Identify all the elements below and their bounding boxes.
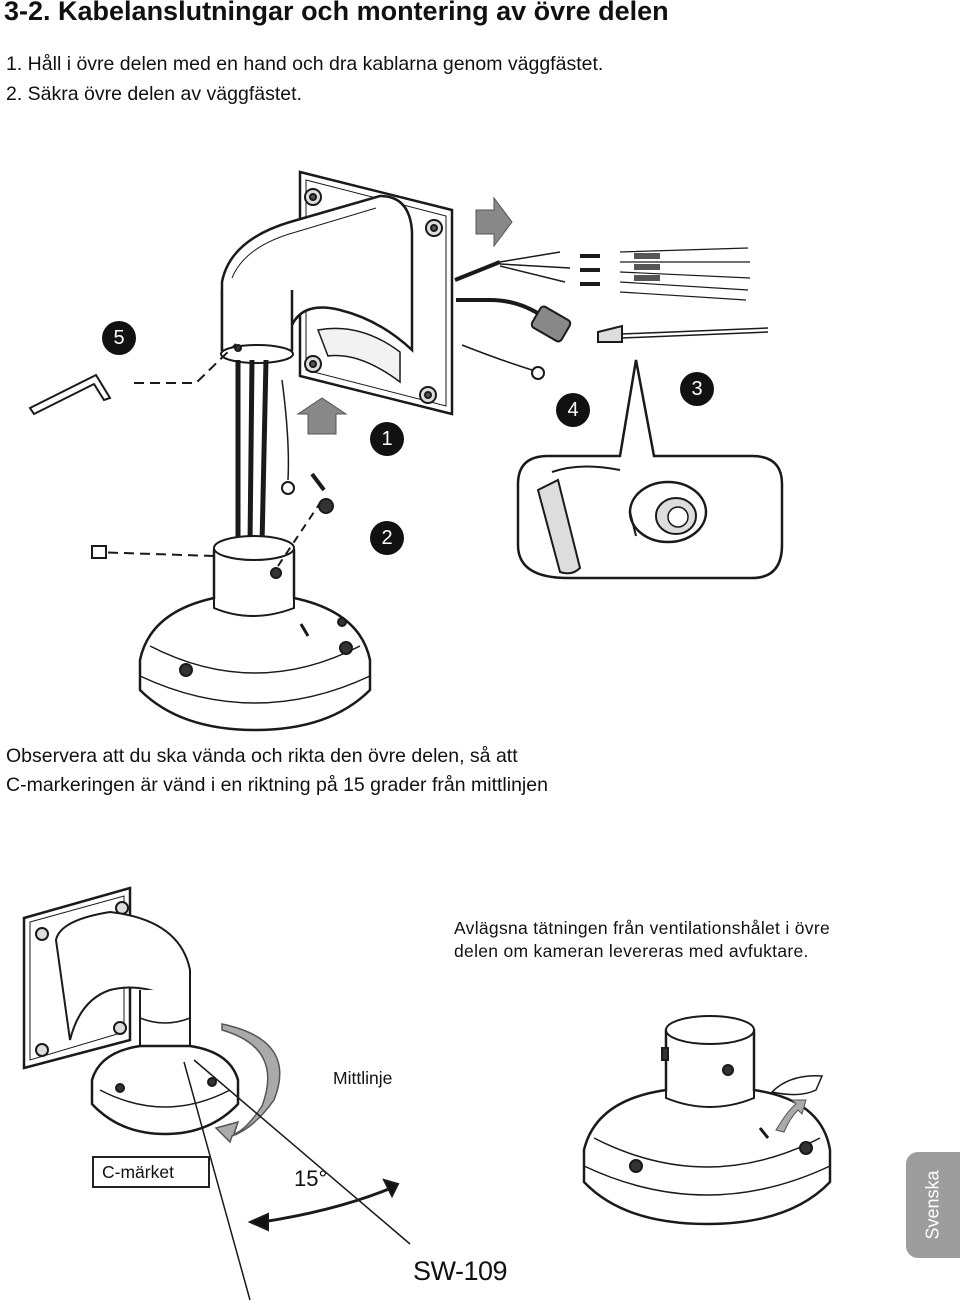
arrow-up-icon: [296, 397, 348, 435]
alignment-note: Observera att du ska vända och rikta den…: [6, 742, 548, 800]
sealant-tape-callout: [516, 359, 784, 580]
hex-key-icon: [28, 373, 112, 416]
peel-arrow-icon: [775, 1099, 807, 1133]
callout-3: 3: [680, 372, 714, 406]
mount-base-top: [138, 535, 372, 732]
desiccant-note: Avlägsna tätningen från ventilationshåle…: [454, 917, 830, 963]
rotate-arrow-icon: [214, 1023, 281, 1144]
cables: [235, 247, 769, 546]
angle-label: 15°: [294, 1166, 328, 1191]
alignment-note-line-2: C-markeringen är vänd i en riktning på 1…: [6, 774, 548, 796]
callout-1: 1: [370, 422, 404, 456]
callout-4: 4: [556, 393, 590, 427]
step-2: 2. Säkra övre delen av väggfästet.: [6, 83, 302, 105]
c-mark-label: C-märket: [92, 1156, 210, 1188]
mount-base-bottom: [582, 1015, 832, 1226]
language-tab-label: Svenska: [922, 1170, 943, 1240]
alignment-note-line-1: Observera att du ska vända och rikta den…: [6, 745, 518, 767]
language-tab: Svenska: [906, 1152, 960, 1258]
arrow-right-icon: [475, 196, 513, 248]
model-number: SW-109: [413, 1256, 508, 1286]
seal-icon: [770, 1075, 824, 1096]
desiccant-note-line-1: Avlägsna tätningen från ventilationshåle…: [454, 918, 830, 938]
step-1: 1. Håll i övre delen med en hand och dra…: [6, 53, 604, 75]
callout-2: 2: [370, 521, 404, 555]
wall-bracket-bottom: [22, 886, 240, 1136]
callout-5: 5: [102, 321, 136, 355]
page-title: 3-2. Kabelanslutningar och montering av …: [4, 0, 669, 26]
center-line-label: Mittlinje: [333, 1068, 393, 1088]
desiccant-note-line-2: delen om kameran levereras med avfuktare…: [454, 941, 809, 961]
wall-bracket-top: [220, 170, 454, 416]
